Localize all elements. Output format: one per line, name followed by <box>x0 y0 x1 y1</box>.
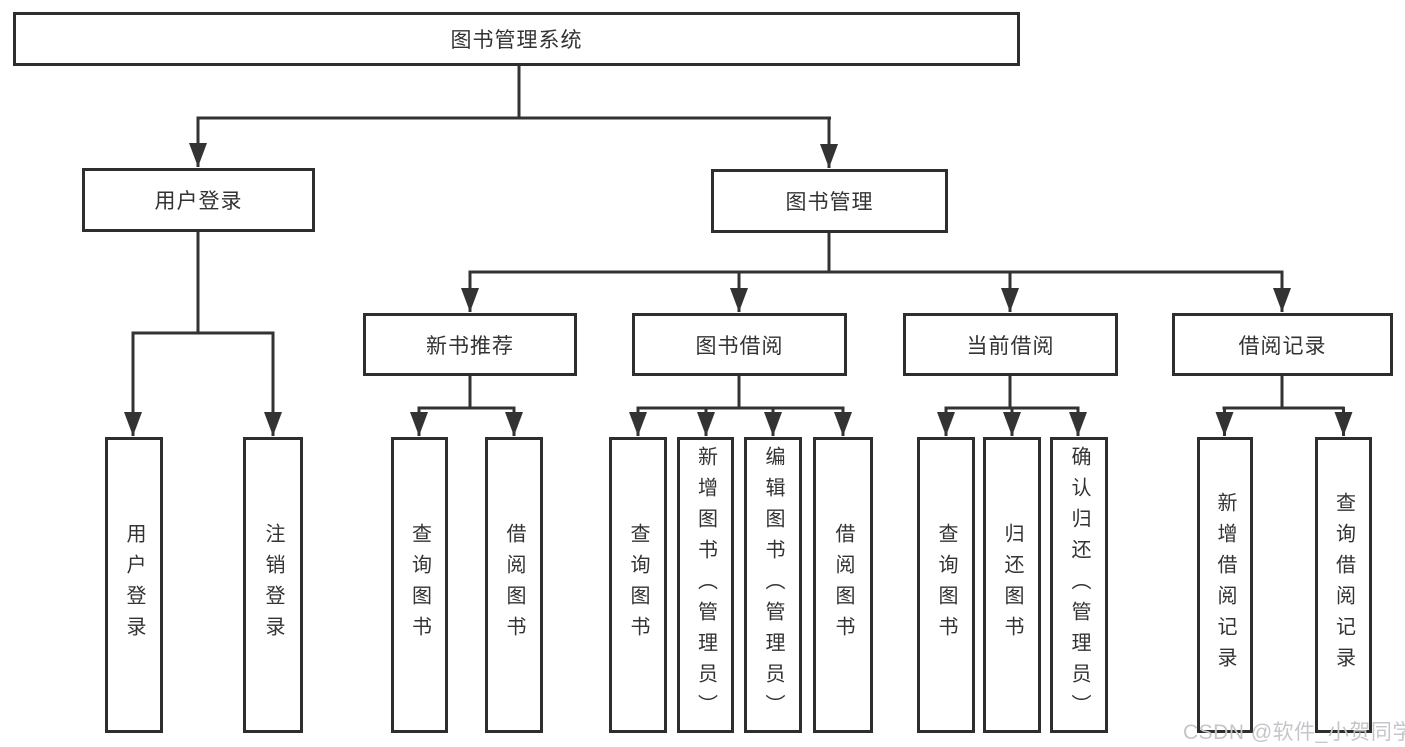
node-borrowing-records: 借阅记录 <box>1172 313 1393 376</box>
leaf-label: 新增图书（管理员） <box>694 445 717 725</box>
node-label: 当前借阅 <box>966 334 1055 358</box>
leaf-add-book-admin: 新增图书（管理员） <box>677 437 734 733</box>
leaf-label: 查询借阅记录 <box>1332 492 1355 678</box>
leaf-query-book-3: 查询图书 <box>917 437 975 733</box>
leaf-label: 借阅图书 <box>503 523 525 647</box>
leaf-edit-book-admin: 编辑图书（管理员） <box>744 437 802 733</box>
node-book-management: 图书管理 <box>711 169 948 233</box>
leaf-user-login: 用户登录 <box>105 437 163 733</box>
node-label: 借阅记录 <box>1238 334 1327 358</box>
leaf-label: 查询图书 <box>935 523 957 647</box>
leaf-borrow-book-2: 借阅图书 <box>813 437 873 733</box>
leaf-label: 归还图书 <box>1001 523 1023 647</box>
leaf-label: 借阅图书 <box>832 523 854 647</box>
leaf-confirm-return-admin: 确认归还（管理员） <box>1050 437 1108 733</box>
node-book-borrowing: 图书借阅 <box>632 313 847 376</box>
leaf-label: 用户登录 <box>123 523 145 647</box>
node-label: 新书推荐 <box>426 334 514 358</box>
leaf-label: 查询图书 <box>408 523 431 647</box>
leaf-label: 注销登录 <box>262 523 284 647</box>
leaf-add-borrow-record: 新增借阅记录 <box>1197 437 1253 733</box>
node-library-management-system: 图书管理系统 <box>13 12 1020 66</box>
node-label: 用户登录 <box>154 190 243 213</box>
leaf-query-book-1: 查询图书 <box>391 437 448 733</box>
leaf-logout: 注销登录 <box>243 437 303 733</box>
node-new-book-recommend: 新书推荐 <box>363 313 577 376</box>
node-current-borrowing: 当前借阅 <box>903 313 1118 376</box>
node-user-login: 用户登录 <box>82 168 315 232</box>
leaf-return-book: 归还图书 <box>983 437 1041 733</box>
leaf-borrow-book-1: 借阅图书 <box>485 437 543 733</box>
leaf-label: 编辑图书（管理员） <box>762 445 784 725</box>
node-label: 图书管理系统 <box>450 29 583 52</box>
connector-lines <box>124 66 1353 436</box>
leaf-label: 查询图书 <box>627 523 649 647</box>
leaf-label: 确认归还（管理员） <box>1068 445 1090 725</box>
node-label: 图书管理 <box>785 191 874 214</box>
csdn-watermark: CSDN @软件_小贺同学 <box>1183 721 1405 744</box>
leaf-query-book-2: 查询图书 <box>609 437 667 733</box>
leaf-query-borrow-record: 查询借阅记录 <box>1315 437 1372 733</box>
node-label: 图书借阅 <box>695 334 784 358</box>
leaf-label: 新增借阅记录 <box>1214 492 1236 678</box>
